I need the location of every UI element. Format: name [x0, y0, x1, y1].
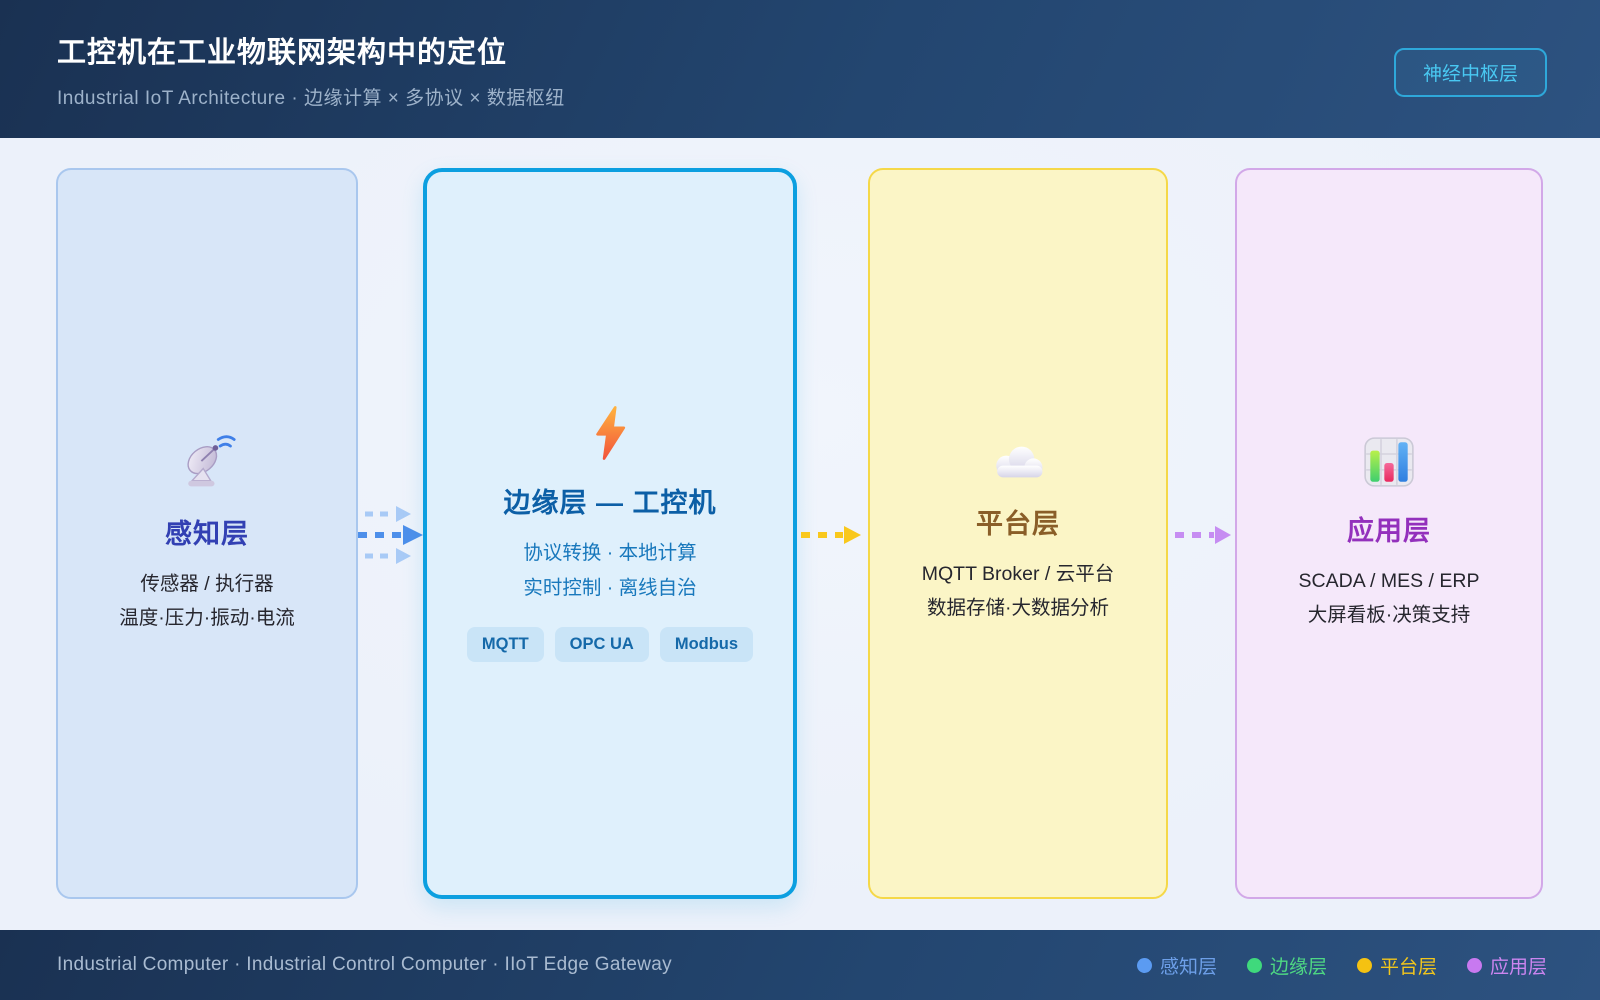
page-title: 工控机在工业物联网架构中的定位 [57, 36, 508, 69]
layer-line2-platform: 数据存储·大数据分析 [927, 597, 1109, 619]
lightning-icon [589, 405, 631, 461]
protocol-tags: MQTT OPC UA Modbus [466, 626, 754, 662]
legend-item-application: 应用层 [1466, 952, 1547, 979]
legend-dot-perception [1136, 957, 1152, 973]
layer-line1-platform: MQTT Broker / 云平台 [921, 562, 1115, 585]
layer-card-application: 应用层 SCADA / MES / ERP 大屏看板·决策支持 [1235, 168, 1543, 899]
legend: 感知层 边缘层 平台层 应用层 [1136, 952, 1547, 979]
layer-line2-application: 大屏看板·决策支持 [1307, 604, 1471, 626]
legend-label-edge: 边缘层 [1269, 956, 1327, 978]
footer: Industrial Computer · Industrial Control… [0, 930, 1600, 1000]
layer-line1-edge: 协议转换 · 本地计算 [523, 542, 697, 565]
legend-dot-platform [1356, 957, 1372, 973]
layer-title-perception: 感知层 [165, 518, 249, 549]
header: 工控机在工业物联网架构中的定位 Industrial IoT Architect… [0, 0, 1600, 138]
tag-opc-ua: OPC UA [554, 626, 649, 662]
legend-item-edge: 边缘层 [1246, 952, 1327, 979]
flow-arrow-platform-to-application [1175, 526, 1231, 544]
page-subtitle: Industrial IoT Architecture · 边缘计算 × 多协议… [57, 87, 565, 109]
layer-card-platform: 平台层 MQTT Broker / 云平台 数据存储·大数据分析 [868, 168, 1168, 899]
cloud-icon [989, 442, 1047, 482]
tag-modbus: Modbus [659, 626, 754, 662]
bar-chart-icon [1362, 435, 1416, 489]
layer-title-application: 应用层 [1347, 515, 1431, 546]
flow-arrow-edge-to-platform [801, 526, 861, 544]
layer-card-edge: 边缘层 — 工控机 协议转换 · 本地计算 实时控制 · 离线自治 MQTT O… [423, 168, 797, 899]
legend-label-platform: 平台层 [1379, 956, 1437, 978]
legend-dot-edge [1246, 957, 1262, 973]
flow-arrow-perception-to-edge [358, 506, 423, 564]
legend-label-application: 应用层 [1489, 956, 1547, 978]
footer-keywords: Industrial Computer · Industrial Control… [57, 954, 672, 975]
layer-card-perception: 感知层 传感器 / 执行器 温度·压力·振动·电流 [56, 168, 358, 899]
layer-title-edge: 边缘层 — 工控机 [503, 488, 717, 519]
legend-item-platform: 平台层 [1356, 952, 1437, 979]
satellite-dish-icon [177, 432, 237, 492]
diagram-canvas: 感知层 传感器 / 执行器 温度·压力·振动·电流 [0, 138, 1600, 930]
layer-title-platform: 平台层 [976, 508, 1060, 539]
tag-mqtt: MQTT [466, 626, 544, 662]
layer-line2-edge: 实时控制 · 离线自治 [523, 576, 697, 599]
layer-line1-application: SCADA / MES / ERP [1298, 569, 1480, 592]
neural-hub-badge: 神经中枢层 [1393, 48, 1547, 97]
legend-item-perception: 感知层 [1136, 952, 1217, 979]
legend-dot-application [1466, 957, 1482, 973]
legend-label-perception: 感知层 [1159, 956, 1217, 978]
layer-line2-perception: 温度·压力·振动·电流 [119, 607, 295, 629]
layer-line1-perception: 传感器 / 执行器 [140, 572, 274, 595]
